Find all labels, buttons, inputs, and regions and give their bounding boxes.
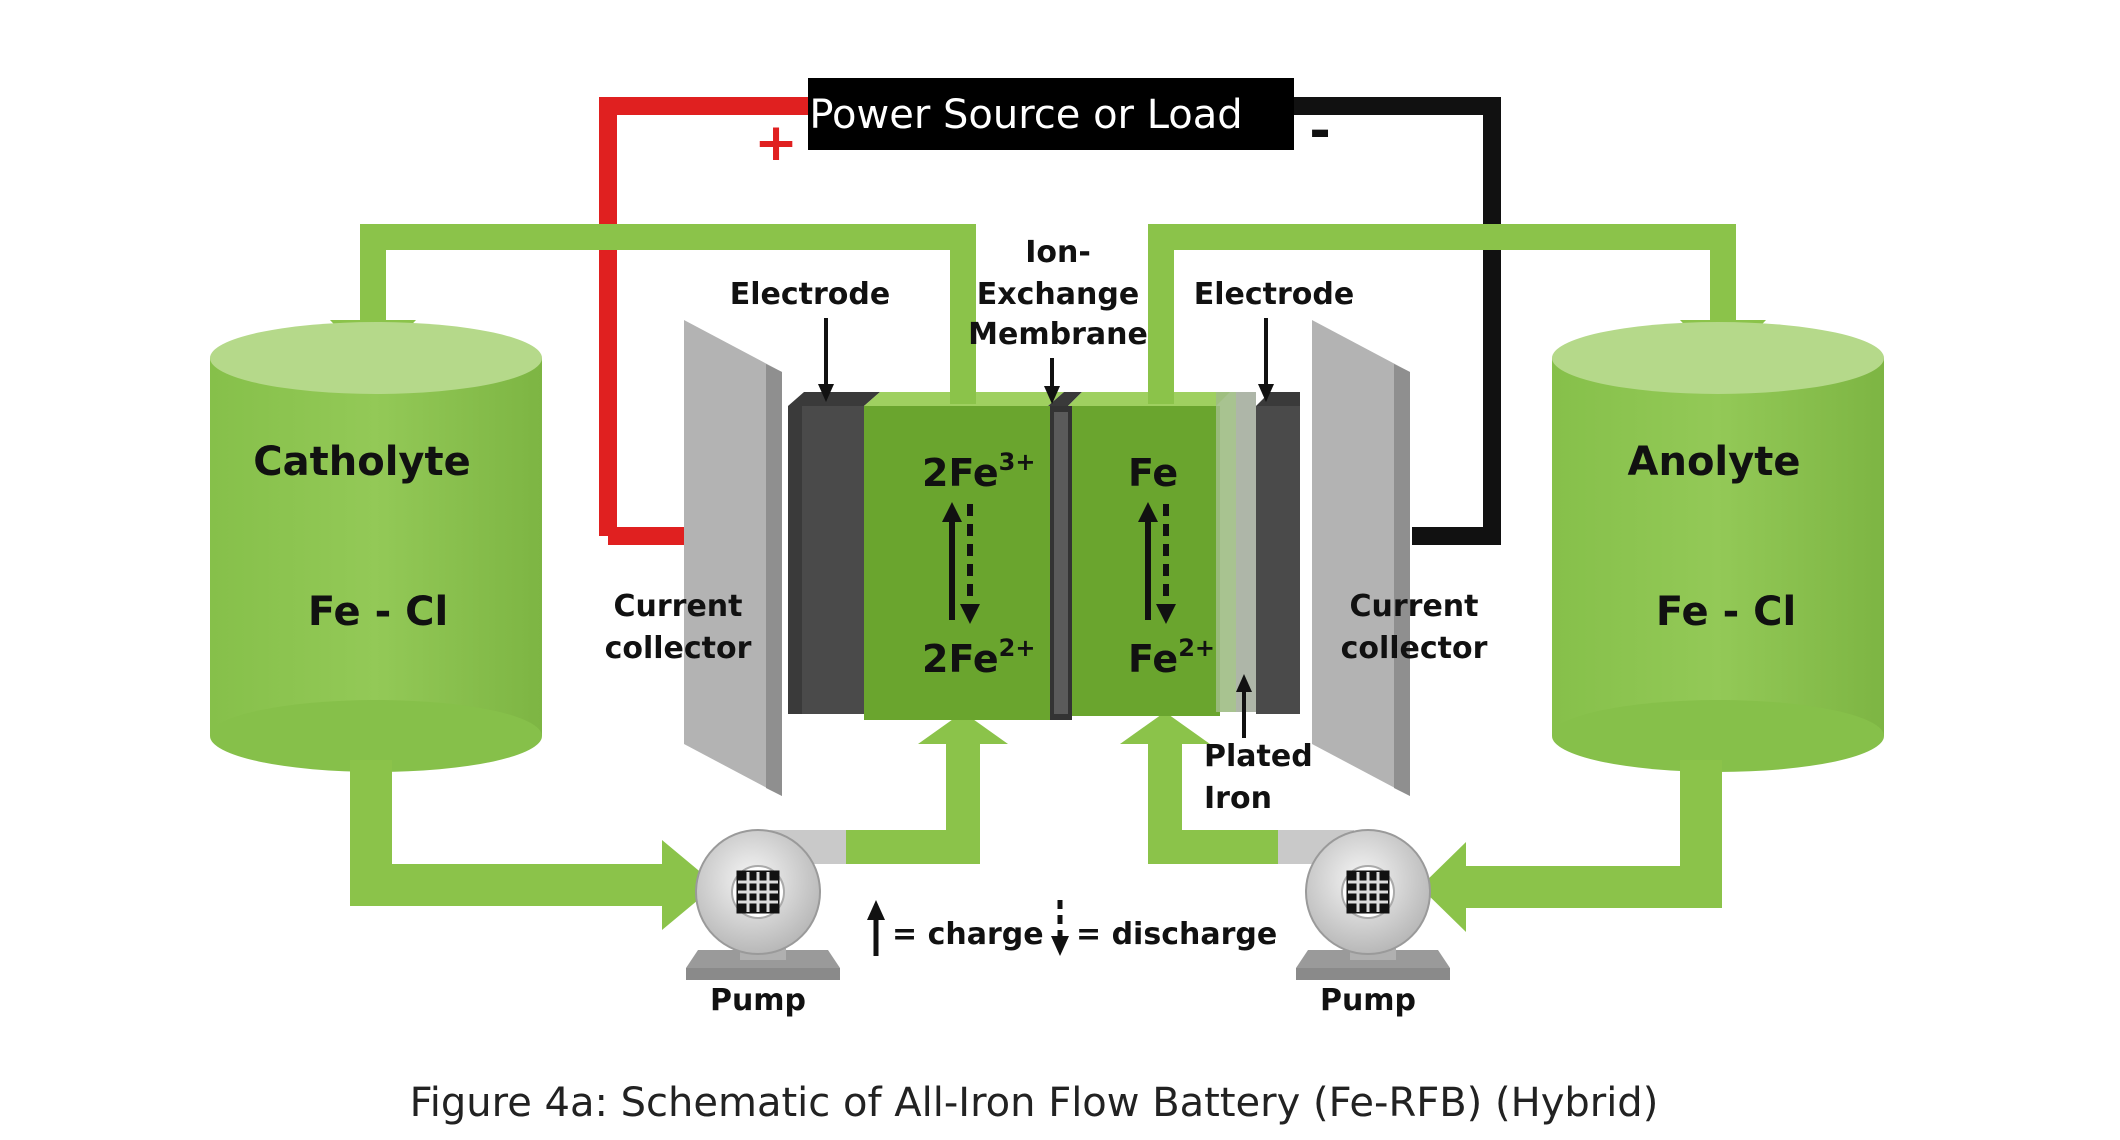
bottom-flow-pipe-right bbox=[1120, 712, 1722, 932]
reaction-left-top: 2Fe3+ bbox=[922, 448, 1035, 495]
current-collector-label-left-1: Current bbox=[613, 589, 742, 624]
catholyte-tank: Catholyte Fe - Cl bbox=[210, 322, 542, 772]
current-collector-label-right-1: Current bbox=[1349, 589, 1478, 624]
reaction-right-bottom: Fe2+ bbox=[1128, 634, 1215, 681]
negative-terminal-symbol: - bbox=[1309, 101, 1331, 161]
discharge-arrow-left bbox=[960, 504, 980, 624]
plated-iron-label-2: Iron bbox=[1204, 781, 1272, 816]
catholyte-content: Fe - Cl bbox=[308, 589, 448, 635]
catholyte-title: Catholyte bbox=[253, 439, 470, 485]
electrode-label-left: Electrode bbox=[730, 277, 890, 312]
legend-charge-label: = charge bbox=[892, 917, 1044, 952]
anolyte-title: Anolyte bbox=[1628, 439, 1801, 485]
charge-arrow-left bbox=[942, 502, 962, 620]
bottom-flow-pipe-left bbox=[350, 712, 1008, 930]
reaction-right-top: Fe bbox=[1128, 451, 1178, 495]
plated-iron-layer bbox=[1216, 392, 1256, 712]
right-electrode bbox=[1256, 392, 1300, 714]
legend-discharge-label: = discharge bbox=[1076, 917, 1277, 952]
charge-arrow-right bbox=[1138, 502, 1158, 620]
left-electrode bbox=[788, 392, 880, 714]
legend-charge-arrow bbox=[867, 900, 885, 956]
electrode-label-right: Electrode bbox=[1194, 277, 1354, 312]
anolyte-content: Fe - Cl bbox=[1656, 589, 1796, 635]
current-collector-label-left-2: collector bbox=[605, 631, 752, 666]
power-source-label: Power Source or Load bbox=[809, 92, 1242, 138]
pump-label-left: Pump bbox=[710, 983, 806, 1018]
pump-left bbox=[686, 829, 846, 980]
pump-right bbox=[1278, 829, 1450, 980]
discharge-arrow-right bbox=[1156, 504, 1176, 624]
anolyte-tank: Anolyte Fe - Cl bbox=[1552, 322, 1884, 772]
power-source-box: Power Source or Load bbox=[808, 78, 1294, 150]
current-collector-label-right-2: collector bbox=[1341, 631, 1488, 666]
current-collector-right bbox=[1312, 320, 1410, 796]
pipe-into-anolyte-chamber bbox=[1148, 224, 1174, 404]
electrode-pointer-right bbox=[1258, 318, 1274, 402]
pipe-into-catholyte-chamber bbox=[950, 224, 976, 404]
membrane-label-3: Membrane bbox=[968, 317, 1148, 352]
catholyte-chamber bbox=[864, 392, 1064, 720]
figure-caption: Figure 4a: Schematic of All-Iron Flow Ba… bbox=[410, 1080, 1659, 1126]
membrane-label-1: Ion- bbox=[1025, 235, 1091, 270]
positive-terminal-symbol: + bbox=[754, 113, 798, 173]
plated-iron-label-1: Plated bbox=[1204, 739, 1313, 774]
ion-exchange-membrane bbox=[1048, 392, 1082, 720]
current-collector-left bbox=[684, 320, 782, 796]
electrode-pointer-left bbox=[818, 318, 834, 402]
negative-wire bbox=[1292, 97, 1501, 545]
pump-label-right: Pump bbox=[1320, 983, 1416, 1018]
plated-iron-pointer bbox=[1236, 674, 1252, 738]
reaction-left-bottom: 2Fe2+ bbox=[922, 634, 1035, 681]
legend-discharge-arrow bbox=[1051, 900, 1069, 956]
membrane-label-2: Exchange bbox=[977, 277, 1139, 312]
membrane-pointer bbox=[1044, 358, 1060, 404]
